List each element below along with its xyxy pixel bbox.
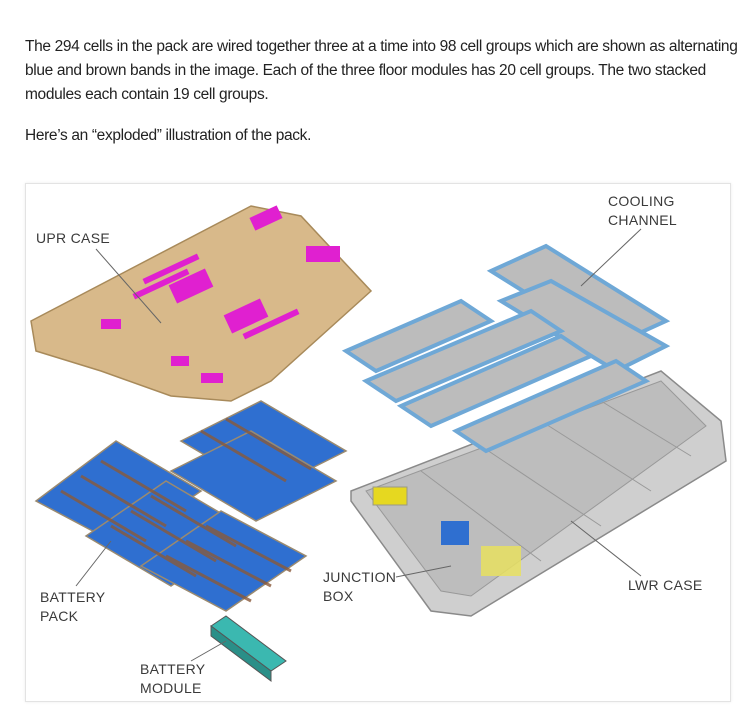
label-battery-pack-line2: PACK [40,608,79,624]
battery-module [210,615,287,682]
paragraph-exploded-intro: Here’s an “exploded” illustration of the… [25,127,312,144]
paragraph-cells-description: The 294 cells in the pack are wired toge… [25,38,738,103]
label-lwr-case: LWR CASE [628,577,703,593]
battery-pack-modules [34,400,348,612]
label-cooling-channel-line1: COOLING [608,193,675,209]
label-battery-module-line1: BATTERY [140,661,206,677]
label-upr-case: UPR CASE [36,230,110,246]
pack-diagram [30,205,727,682]
cooling-channels [341,243,671,454]
label-battery-pack-line1: BATTERY [40,589,106,605]
leader-lines [75,228,642,662]
label-junction-box-line2: BOX [323,588,354,604]
lower-case [350,370,727,617]
label-junction-box-line1: JUNCTION [323,569,397,585]
label-cooling-channel-line2: CHANNEL [608,212,678,228]
label-battery-module-line2: MODULE [140,680,202,696]
exploded-pack-illustration: UPR CASE COOLING CHANNEL BATTERY PACK JU… [25,183,731,702]
upper-case [30,205,373,402]
